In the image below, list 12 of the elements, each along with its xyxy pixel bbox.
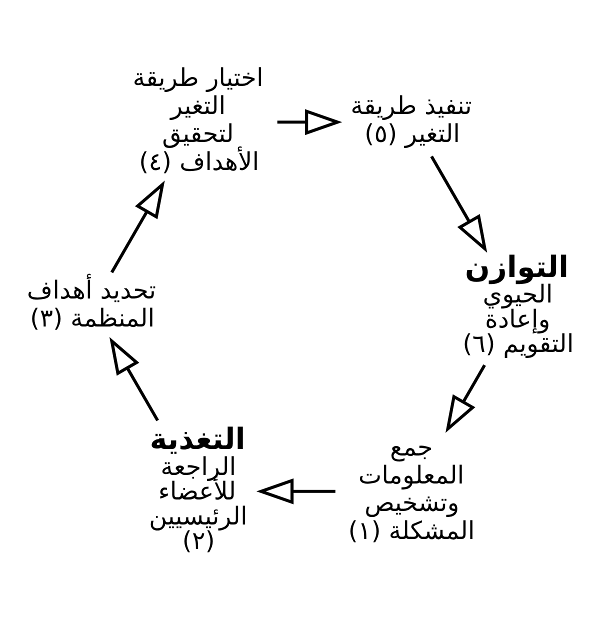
node-text: تحديد أهداف المنظمة (٣) xyxy=(26,275,156,332)
node-text: جمع المعلومات وتشخيص المشكلة (١) xyxy=(348,432,475,545)
arrow xyxy=(277,108,342,135)
arrow xyxy=(110,180,165,273)
node-text: التوازن الحيوي وإعادة التقويم (٦) xyxy=(462,249,574,358)
arrow xyxy=(430,155,488,252)
arrow xyxy=(445,364,486,432)
arrow xyxy=(109,336,159,421)
node-text: تنفيذ طريقة التغير (٥) xyxy=(350,90,472,148)
node-text: التغذية الراجعة للأعضاء الرئيسيين (٢) xyxy=(149,422,248,555)
arrow xyxy=(256,478,336,504)
node-text: اختيار طريقة التغير لتحقيق الأهداف (٤) xyxy=(132,62,264,176)
